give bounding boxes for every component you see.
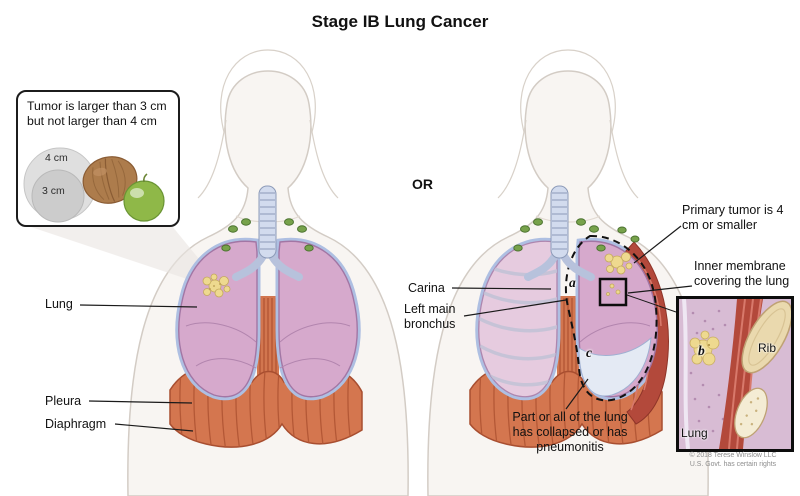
- leader-lines: [79, 225, 693, 432]
- zoom-region-box: [598, 277, 628, 307]
- marker-a: a: [569, 275, 576, 290]
- tumor-right-figure: [604, 252, 633, 296]
- rib-bone: [741, 300, 791, 374]
- or-label: OR: [412, 176, 433, 192]
- marker-b: b: [698, 343, 705, 358]
- rib-membrane-inset: [676, 296, 794, 452]
- size-comparison-graphic: [23, 147, 165, 223]
- marker-c: c: [586, 345, 592, 360]
- three-cm-circle: [31, 169, 85, 223]
- collapsed-lung-label: Part or all of the lung has collapsed or…: [512, 410, 628, 454]
- lung-label: Lung: [45, 297, 73, 311]
- left-main-bronchus-label: Left main bronchus: [404, 302, 456, 331]
- grape-icon: [123, 173, 165, 222]
- carina-label: Carina: [408, 281, 445, 295]
- collapsed-lung-region: [578, 336, 652, 397]
- inner-membrane-label: Inner membrane covering the lung: [694, 259, 790, 288]
- lung-tissue-speckles: [689, 309, 727, 439]
- three-cm-label: 3 cm: [42, 185, 65, 197]
- copyright-credit: © 2018 Terese Winslow LLC U.S. Govt. has…: [672, 451, 794, 470]
- primary-tumor-label: Primary tumor is 4 cm or smaller: [682, 203, 784, 232]
- tumor-size-text: Tumor is larger than 3 cm but not larger…: [27, 99, 167, 128]
- rib-inset-graphic: [679, 299, 791, 449]
- tumor-magnified: [689, 330, 720, 366]
- inset-lung-label: Lung: [681, 426, 708, 440]
- credit-line-1: © 2018 Terese Winslow LLC: [689, 452, 777, 459]
- walnut-icon: [82, 156, 138, 204]
- rib-label: Rib: [758, 341, 777, 355]
- tumor-size-inset: Tumor is larger than 3 cm but not larger…: [16, 90, 180, 227]
- right-figure-thorax: [470, 186, 669, 452]
- inset-beam: [28, 226, 226, 292]
- page-title: Stage IB Lung Cancer: [311, 12, 489, 31]
- rib-cross-section: [734, 387, 768, 439]
- tumor-left-figure: [202, 273, 231, 298]
- pleura-label: Pleura: [45, 394, 82, 408]
- four-cm-label: 4 cm: [45, 152, 68, 164]
- left-figure-thorax: [170, 186, 362, 452]
- credit-line-2: U.S. Govt. has certain rights: [689, 461, 777, 469]
- diaphragm-label: Diaphragm: [45, 417, 107, 431]
- inner-membrane-line: [682, 299, 690, 449]
- membrane-dashed-outline: [564, 234, 658, 402]
